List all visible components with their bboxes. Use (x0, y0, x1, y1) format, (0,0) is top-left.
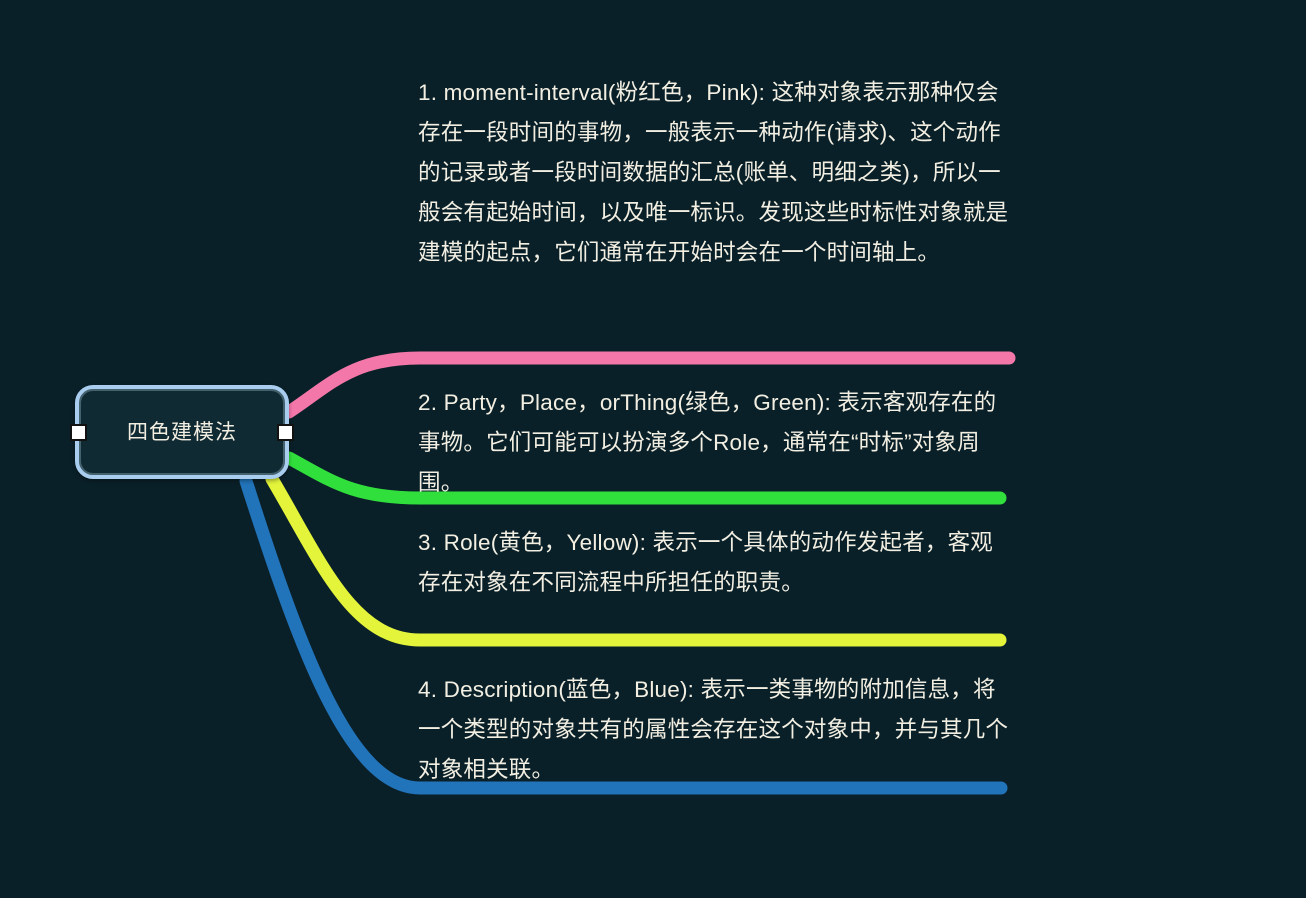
branch-node-4[interactable]: 4. Description(蓝色，Blue): 表示一类事物的附加信息，将一个… (418, 677, 1009, 782)
branch-node-2[interactable]: 2. Party，Place，orThing(绿色，Green): 表示客观存在… (418, 390, 997, 495)
left-handle[interactable] (70, 423, 87, 441)
branch-node-3[interactable]: 3. Role(黄色，Yellow): 表示一个具体的动作发起者，客观存在对象在… (418, 530, 993, 595)
right-handle[interactable] (277, 423, 294, 441)
branch-node-1[interactable]: 1. moment-interval(粉红色，Pink): 这种对象表示那种仅会… (418, 80, 1009, 265)
root-node-label: 四色建模法 (127, 420, 237, 444)
root-node[interactable]: 四色建模法 (70, 385, 294, 479)
